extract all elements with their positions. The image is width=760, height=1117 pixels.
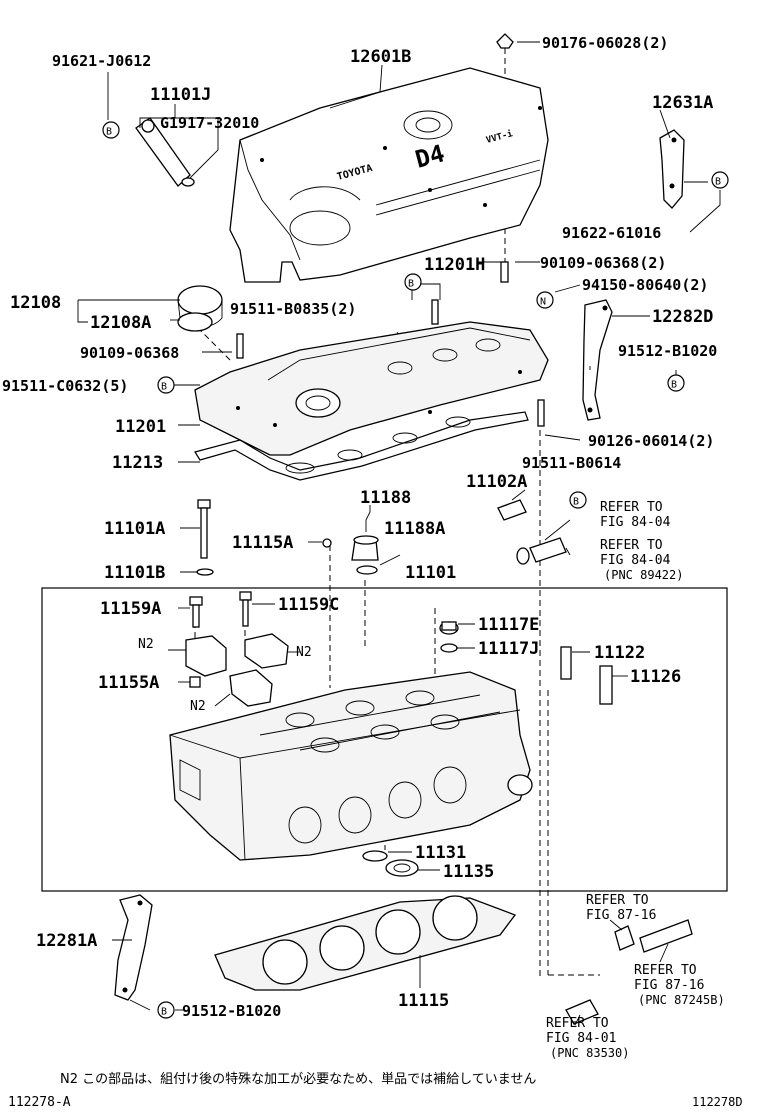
refer-line: FIG 84-04 bbox=[600, 515, 671, 530]
label-11101j: 11101J bbox=[150, 85, 211, 105]
refer-line: REFER TO bbox=[600, 538, 663, 553]
label-11135: 11135 bbox=[443, 862, 494, 882]
label-12631a: 12631A bbox=[652, 93, 713, 113]
label-12108: 12108 bbox=[10, 293, 61, 313]
label-11213: 11213 bbox=[112, 453, 163, 473]
label-12282d: 12282D bbox=[652, 307, 713, 327]
label-11159a: 11159A bbox=[100, 599, 161, 619]
fig-code-left: 112278-A bbox=[8, 1095, 71, 1110]
label-n2: N2 bbox=[190, 699, 206, 714]
label-n2: N2 bbox=[138, 637, 154, 652]
label-11201h: 11201H bbox=[424, 255, 485, 275]
label-91622-61016: 91622-61016 bbox=[562, 224, 661, 242]
refer-line: FIG 84-01 bbox=[546, 1031, 616, 1046]
footnote: N2 この部品は、組付け後の特殊な加工が必要なため、単品では補給していません bbox=[60, 1071, 536, 1087]
refer-line: FIG 87-16 bbox=[634, 978, 704, 993]
label-11155a: 11155A bbox=[98, 673, 159, 693]
label-91621-j0612: 91621-J0612 bbox=[52, 52, 151, 70]
label-11101: 11101 bbox=[405, 563, 456, 583]
label-11201: 11201 bbox=[115, 417, 166, 437]
label-11122: 11122 bbox=[594, 643, 645, 663]
label-91511-b0835: 91511-B0835(2) bbox=[230, 300, 356, 318]
fig-code-right: 112278D bbox=[692, 1095, 743, 1109]
label-11115: 11115 bbox=[398, 991, 449, 1011]
label-90109-06368: 90109-06368 bbox=[80, 344, 179, 362]
head-cover-gasket bbox=[194, 411, 529, 481]
label-12601b: 12601B bbox=[350, 47, 411, 67]
label-91512-b1020-b: 91512-B1020 bbox=[182, 1002, 281, 1020]
marker-n: N bbox=[540, 297, 546, 308]
sensors bbox=[497, 499, 693, 1025]
plugs-11117 bbox=[439, 621, 459, 653]
label-11188a: 11188A bbox=[384, 519, 445, 539]
label-11126: 11126 bbox=[630, 667, 681, 687]
label-12281a: 12281A bbox=[36, 931, 97, 951]
cylinder-head bbox=[169, 671, 533, 861]
leader-lines bbox=[77, 41, 721, 1026]
label-11101b: 11101B bbox=[104, 563, 165, 583]
oil-control-valve bbox=[135, 117, 195, 187]
label-n2: N2 bbox=[296, 645, 312, 660]
refer-line: FIG 84-04 bbox=[600, 553, 671, 568]
bolt-90176 bbox=[496, 33, 514, 49]
refer-line: FIG 87-16 bbox=[586, 908, 656, 923]
marker-b: B bbox=[161, 382, 167, 393]
refer-line: REFER TO bbox=[634, 963, 697, 978]
marker-b: B bbox=[715, 177, 721, 188]
refer-line: REFER TO bbox=[586, 893, 649, 908]
label-11101a: 11101A bbox=[104, 519, 165, 539]
head-gasket bbox=[214, 895, 517, 991]
cylinder-head-cover bbox=[194, 321, 549, 456]
label-91511-b0614: 91511-B0614 bbox=[522, 454, 621, 472]
label-12108a: 12108A bbox=[90, 313, 151, 333]
label-g1917-32010: G1917-32010 bbox=[160, 114, 259, 132]
engine-cover: TOYOTA D4 VVT-i bbox=[229, 67, 549, 283]
label-90126-06014: 90126-06014(2) bbox=[588, 432, 714, 450]
refer-line: (PNC 87245B) bbox=[638, 993, 725, 1007]
label-91511-c0632: 91511-C0632(5) bbox=[2, 377, 128, 395]
part-labels: 91621-J0612 11101J G1917-32010 12601B 90… bbox=[2, 34, 717, 1020]
label-11188: 11188 bbox=[360, 488, 411, 508]
valve-guides bbox=[560, 646, 613, 705]
bracket-12631a bbox=[659, 129, 685, 209]
label-94150-80640: 94150-80640(2) bbox=[582, 276, 708, 294]
label-11131: 11131 bbox=[415, 843, 466, 863]
washers bbox=[362, 850, 419, 877]
label-11159c: 11159C bbox=[278, 595, 339, 615]
label-91512-b1020-a: 91512-B1020 bbox=[618, 342, 717, 360]
marker-b: B bbox=[408, 279, 414, 290]
label-11117j: 11117J bbox=[478, 639, 539, 659]
label-11117e: 11117E bbox=[478, 615, 539, 635]
label-11115a: 11115A bbox=[232, 533, 293, 553]
refer-line: (PNC 89422) bbox=[604, 568, 683, 582]
marker-b: B bbox=[573, 497, 579, 508]
label-11102a: 11102A bbox=[466, 472, 527, 492]
bolts bbox=[189, 261, 545, 688]
label-90109-06368-2: 90109-06368(2) bbox=[540, 254, 666, 272]
cylinder-head-group-box bbox=[41, 587, 728, 892]
marker-b: B bbox=[161, 1007, 167, 1018]
oil-filler-cap bbox=[177, 285, 223, 332]
marker-b: B bbox=[671, 380, 677, 391]
label-90176-06028: 90176-06028(2) bbox=[542, 34, 668, 52]
refer-notes: REFER TO FIG 84-04 REFER TO FIG 84-04 (P… bbox=[546, 500, 725, 1060]
refer-line: REFER TO bbox=[546, 1016, 609, 1031]
refer-line: REFER TO bbox=[600, 500, 663, 515]
circle-markers: B B B N B B B B bbox=[102, 121, 729, 1019]
bracket-12282d bbox=[582, 299, 613, 421]
bracket-12281a bbox=[114, 894, 153, 1001]
bearing-caps bbox=[185, 633, 289, 707]
marker-b: B bbox=[106, 127, 112, 138]
plug-11188 bbox=[351, 535, 379, 575]
refer-line: (PNC 83530) bbox=[550, 1046, 629, 1060]
